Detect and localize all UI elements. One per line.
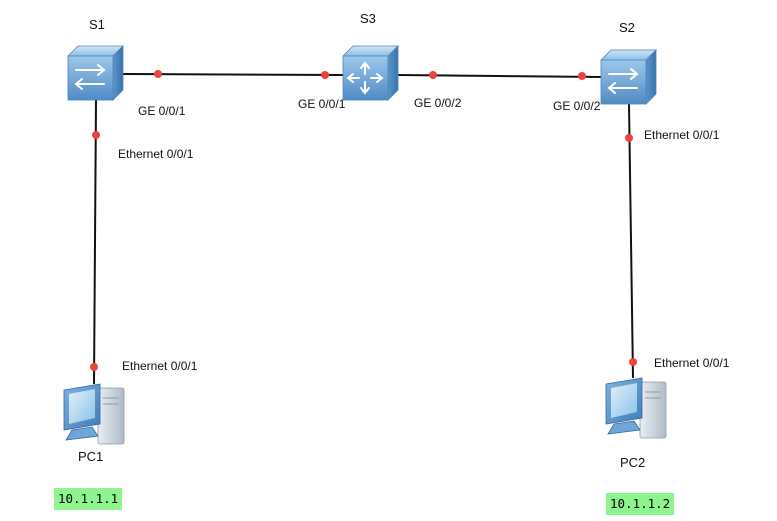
pc2-icon[interactable]	[605, 377, 667, 439]
port-label-s2-eth: Ethernet 0/0/1	[644, 128, 720, 142]
link-s2-pc2	[628, 103, 634, 379]
ip-badge-pc2: 10.1.1.2	[606, 493, 675, 515]
link-s3-s2	[397, 74, 602, 78]
port-dot-pc1-eth[interactable]	[90, 363, 98, 371]
link-s1-pc1	[93, 99, 97, 385]
ip-badge-pc1: 10.1.1.1	[54, 488, 123, 510]
device-label-s2: S2	[619, 20, 635, 35]
port-dot-s2-eth[interactable]	[625, 134, 633, 142]
port-dot-s1-ge[interactable]	[154, 70, 162, 78]
core-switch-s3-icon[interactable]	[342, 45, 399, 101]
port-label-pc1-eth: Ethernet 0/0/1	[122, 359, 198, 373]
port-label-s3-ge1: GE 0/0/1	[298, 97, 346, 111]
port-label-pc2-eth: Ethernet 0/0/1	[654, 356, 730, 370]
port-label-s3-ge2: GE 0/0/2	[414, 96, 462, 110]
device-label-s3: S3	[360, 11, 376, 26]
port-label-s1-eth: Ethernet 0/0/1	[118, 147, 194, 161]
port-dot-s1-eth[interactable]	[92, 131, 100, 139]
switch-s1-icon[interactable]	[67, 45, 124, 101]
port-dot-s3-ge1[interactable]	[321, 71, 329, 79]
device-label-pc2: PC2	[620, 455, 646, 470]
device-label-s1: S1	[89, 17, 105, 32]
device-label-pc1: PC1	[78, 449, 104, 464]
port-label-s1-ge: GE 0/0/1	[138, 104, 186, 118]
port-dot-s3-ge2[interactable]	[429, 71, 437, 79]
pc1-icon[interactable]	[63, 383, 125, 445]
port-dot-s2-ge[interactable]	[578, 72, 586, 80]
port-dot-pc2-eth[interactable]	[629, 358, 637, 366]
switch-s2-icon[interactable]	[600, 49, 657, 105]
port-label-s2-ge: GE 0/0/2	[553, 99, 601, 113]
